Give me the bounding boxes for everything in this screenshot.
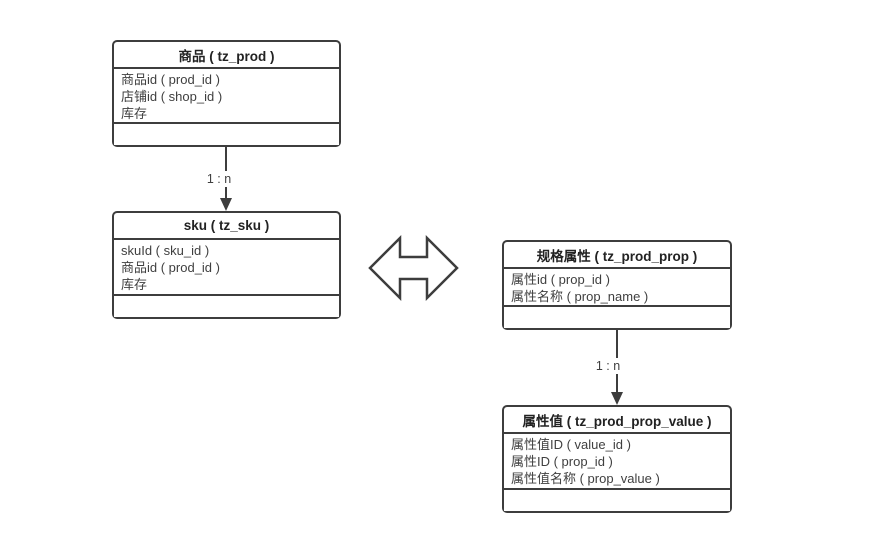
table-field: 库存 [121, 106, 148, 121]
table-field: skuId ( sku_id ) [121, 243, 210, 258]
entity-table-tz-prod: 商品 ( tz_prod ) 商品id ( prod_id ) 店铺id ( s… [112, 40, 341, 147]
table-title: 规格属性 ( tz_prod_prop ) [504, 242, 730, 269]
table-fields: skuId ( sku_id ) 商品id ( prod_id ) 库存 [114, 240, 339, 294]
arrowhead-down-icon [611, 392, 623, 405]
table-field: 商品id ( prod_id ) [121, 72, 220, 87]
table-field: 店铺id ( shop_id ) [121, 89, 223, 104]
table-fields: 商品id ( prod_id ) 店铺id ( shop_id ) 库存 [114, 69, 339, 122]
arrowhead-down-icon [220, 198, 232, 211]
table-field: 属性值名称 ( prop_value ) [511, 471, 660, 486]
table-title: sku ( tz_sku ) [114, 213, 339, 240]
entity-table-tz-sku: sku ( tz_sku ) skuId ( sku_id ) 商品id ( p… [112, 211, 341, 319]
table-empty-section [114, 294, 339, 317]
table-field: 属性ID ( prop_id ) [511, 454, 613, 469]
table-title: 属性值 ( tz_prod_prop_value ) [504, 407, 730, 434]
table-field: 属性值ID ( value_id ) [511, 437, 631, 452]
entity-table-tz-prod-prop-value: 属性值 ( tz_prod_prop_value ) 属性值ID ( value… [502, 405, 732, 513]
entity-table-tz-prod-prop: 规格属性 ( tz_prod_prop ) 属性id ( prop_id ) 属… [502, 240, 732, 330]
table-field: 属性名称 ( prop_name ) [511, 289, 649, 304]
relation-label: 1 : n [586, 358, 630, 374]
relation-label: 1 : n [197, 171, 241, 187]
table-field: 库存 [121, 277, 148, 292]
table-empty-section [504, 305, 730, 328]
table-fields: 属性id ( prop_id ) 属性名称 ( prop_name ) [504, 269, 730, 305]
table-fields: 属性值ID ( value_id ) 属性ID ( prop_id ) 属性值名… [504, 434, 730, 488]
table-field: 商品id ( prod_id ) [121, 260, 220, 275]
table-empty-section [504, 488, 730, 511]
table-title: 商品 ( tz_prod ) [114, 42, 339, 69]
double-arrow-icon [368, 234, 459, 302]
table-empty-section [114, 122, 339, 145]
table-field: 属性id ( prop_id ) [511, 272, 610, 287]
